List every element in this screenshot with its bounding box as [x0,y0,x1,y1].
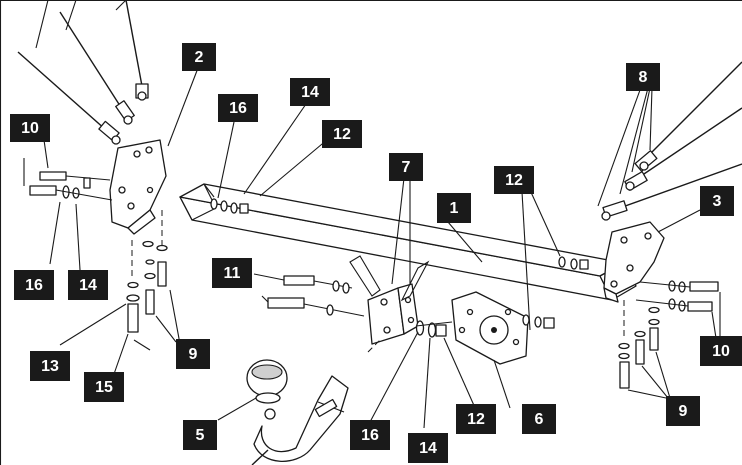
callout-16-left: 16 [14,270,54,300]
svg-text:9: 9 [679,403,688,420]
callout-11: 11 [212,258,252,288]
callout-14-bottom: 14 [408,433,448,463]
svg-text:16: 16 [361,427,379,444]
callout-12-top: 12 [322,120,362,148]
callout-1: 1 [437,193,471,223]
callout-9-left: 9 [176,339,210,369]
callout-16-top: 16 [218,94,258,122]
svg-text:12: 12 [333,126,351,143]
svg-text:16: 16 [25,277,43,294]
svg-text:12: 12 [505,172,523,189]
callout-8: 8 [626,63,660,91]
callout-15: 15 [84,372,124,402]
svg-text:2: 2 [195,49,204,66]
callout-5: 5 [183,420,217,450]
studs-lower-right [618,300,660,389]
bolts-right [635,280,719,312]
socket-plate [451,291,529,365]
wires-right [597,61,742,221]
bolts-left [23,158,113,201]
svg-text:13: 13 [41,358,59,375]
svg-text:5: 5 [196,427,205,444]
svg-text:14: 14 [419,440,437,457]
callout-12-right: 12 [494,166,534,194]
svg-text:12: 12 [467,411,485,428]
callout-14-top: 14 [290,78,330,106]
right-bracket [603,221,665,303]
callout-2: 2 [182,43,216,71]
callout-9-right: 9 [666,396,700,426]
svg-text:11: 11 [224,265,241,282]
svg-text:9: 9 [189,346,198,363]
svg-text:8: 8 [639,69,648,86]
callout-10-right: 10 [700,336,742,366]
svg-text:16: 16 [229,100,247,117]
svg-text:7: 7 [402,159,411,176]
callout-10-left: 10 [10,114,50,142]
svg-text:10: 10 [712,343,730,360]
tow-arm [251,375,349,465]
callout-7: 7 [389,153,423,181]
left-bracket [109,139,167,235]
callout-13: 13 [30,351,70,381]
svg-text:3: 3 [713,193,722,210]
wires-left [17,0,149,145]
svg-text:1: 1 [450,200,459,217]
svg-text:10: 10 [21,120,39,137]
tow-ball [246,359,288,420]
callout-16-bottom: 16 [350,420,390,450]
svg-text:15: 15 [95,379,113,396]
callout-3: 3 [700,186,734,216]
svg-text:6: 6 [535,411,544,428]
callout-12-bottom: 12 [456,404,496,434]
callout-14-left: 14 [68,270,108,300]
nuts-crossbar-left [210,198,249,214]
leader-lines [43,67,721,429]
svg-text:14: 14 [301,84,319,101]
nuts-crossbar-right [558,256,589,270]
svg-text:14: 14 [79,277,97,294]
washers-center [367,314,555,353]
studs-lower-left [126,210,168,333]
callout-6: 6 [522,404,556,434]
tow-plate [349,255,430,345]
bolts-part-11 [267,275,365,317]
